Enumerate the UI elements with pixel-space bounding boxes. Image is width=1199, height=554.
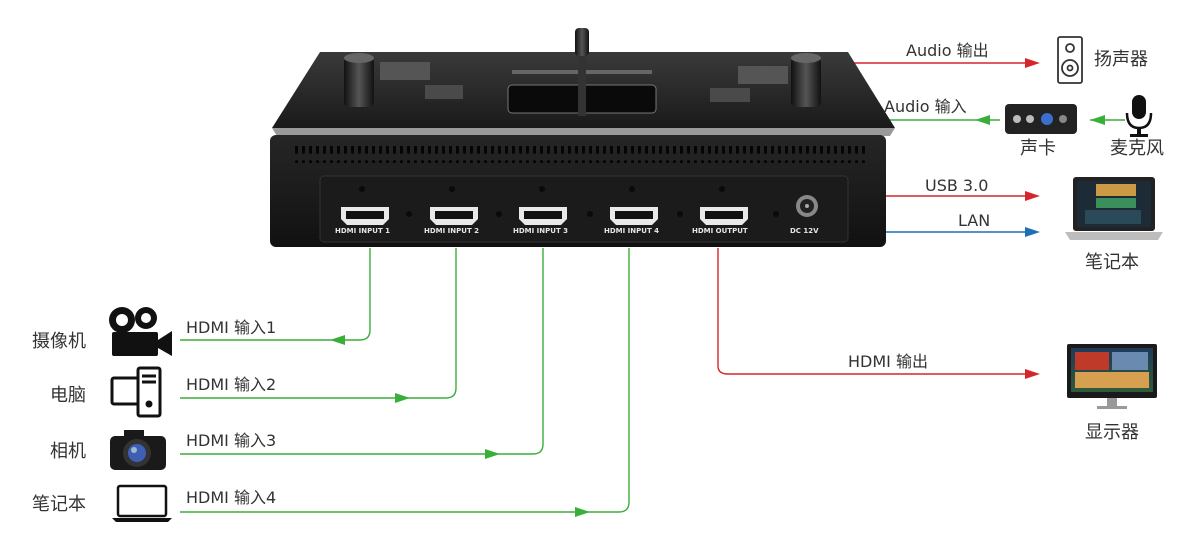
link-label-hdmi-output: HDMI 输出: [848, 352, 928, 371]
link-label-hdmi-input-1: HDMI 输入1: [186, 318, 277, 337]
arrow-hdmi1: [330, 335, 345, 345]
link-label-hdmi-input-3: HDMI 输入3: [186, 431, 277, 450]
tbar-handle: [575, 28, 589, 56]
arrow-hdmi-out: [1025, 369, 1040, 379]
port-label-hdmi-input-3: HDMI INPUT 3: [513, 227, 569, 235]
tbar-stem: [578, 56, 586, 116]
hdmi-input-4-line: [180, 248, 630, 513]
hdmi-port-holes: [346, 211, 743, 219]
source-label-computer: 电脑: [50, 385, 86, 406]
link-label-hdmi-input-4: HDMI 输入4: [186, 488, 277, 507]
speaker-icon: [1057, 36, 1083, 84]
device-rim: [272, 128, 895, 136]
arrow-usb: [1025, 191, 1040, 201]
link-label-lan: LAN: [958, 211, 991, 230]
arrow-hdmi3: [485, 449, 500, 459]
video-switcher-device: [270, 28, 895, 247]
port-label-hdmi-output: HDMI OUTPUT: [692, 227, 748, 235]
monitor-icon: [1067, 344, 1157, 409]
port-label-hdmi-input-2: HDMI INPUT 2: [424, 227, 480, 235]
hdmi-input-1-line: [180, 248, 371, 341]
link-label-hdmi-input-2: HDMI 输入2: [186, 375, 277, 394]
source-label-camcorder: 摄像机: [32, 331, 86, 352]
output-label-microphone: 麦克风: [1110, 138, 1164, 159]
arrow-lan: [1025, 227, 1040, 237]
arrow-audio-in: [975, 115, 990, 125]
port-panel: [319, 175, 849, 243]
source-label-camera: 相机: [50, 441, 86, 462]
top-button: [425, 85, 463, 99]
hdmi-output-line: [717, 248, 1030, 375]
sound-card-icon: [1005, 104, 1077, 134]
output-label-sound-card: 声卡: [1020, 138, 1056, 159]
source-label-laptop: 笔记本: [32, 494, 86, 515]
right-knob: [791, 57, 821, 107]
arrow-mic: [1090, 115, 1105, 125]
link-label-usb: USB 3.0: [925, 176, 989, 195]
output-label-speaker: 扬声器: [1094, 49, 1148, 70]
link-label-audio-input: Audio 输入: [884, 97, 967, 116]
arrow-hdmi4: [575, 507, 590, 517]
output-label-laptop: 笔记本: [1085, 252, 1139, 273]
laptop-icon: [112, 484, 172, 522]
arrow-hdmi2: [395, 393, 410, 403]
desktop-computer-icon: [110, 366, 162, 418]
port-label-hdmi-input-1: HDMI INPUT 1: [335, 227, 391, 235]
microphone-icon: [1125, 95, 1153, 137]
left-knob: [344, 57, 374, 107]
laptop-screen-icon: [1065, 177, 1163, 240]
top-button: [710, 88, 750, 102]
camcorder-icon: [109, 307, 172, 356]
top-button: [380, 62, 430, 80]
device-vent: [292, 146, 867, 163]
port-label-hdmi-input-4: HDMI INPUT 4: [604, 227, 660, 235]
port-label-dc: DC 12V: [790, 227, 819, 235]
connection-lines: [180, 62, 1125, 513]
link-label-audio-output: Audio 输出: [906, 41, 989, 60]
camera-icon: [110, 430, 166, 470]
top-button: [738, 66, 788, 84]
arrowheads: [330, 58, 1105, 517]
arrow-audio-out: [1025, 58, 1040, 68]
hdmi-input-3-line: [180, 248, 544, 455]
hdmi-input-2-line: [180, 248, 457, 399]
output-label-monitor: 显示器: [1085, 422, 1139, 443]
